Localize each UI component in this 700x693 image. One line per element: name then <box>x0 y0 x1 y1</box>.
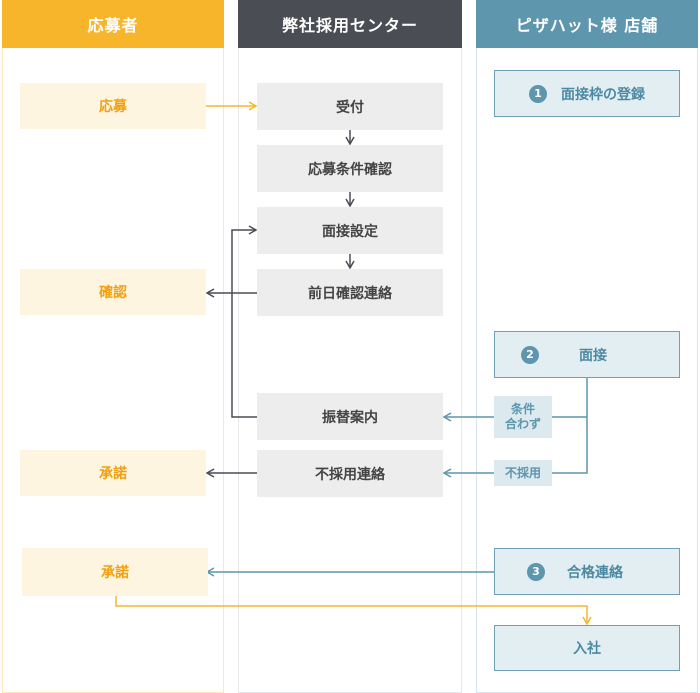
step-number-badge: 1 <box>529 84 547 103</box>
step-accept-rejection: 承諾 <box>20 450 206 496</box>
step-number-badge: 2 <box>521 345 539 364</box>
branch-label-rejected: 不採用 <box>494 460 552 486</box>
step-slot-register: 1 面接枠の登録 <box>494 70 680 117</box>
step-offer-contact: 3 合格連絡 <box>494 548 680 595</box>
branch-interview <box>552 377 588 474</box>
step-join: 入社 <box>494 625 680 671</box>
step-reschedule: 振替案内 <box>257 393 443 440</box>
step-accept-offer: 承諾 <box>22 548 208 596</box>
branch-label-mismatch: 条件 合わず <box>494 396 552 438</box>
step-slot-register-label: 面接枠の登録 <box>561 86 645 103</box>
step-interview-label: 面接 <box>579 347 607 364</box>
center-column: 弊社採用センター <box>238 0 462 693</box>
store-column-header: ピザハット様 店舗 <box>476 0 698 48</box>
center-column-header: 弊社採用センター <box>238 0 462 48</box>
branch-label-mismatch-line1: 条件 <box>510 402 535 416</box>
step-interview-setup: 面接設定 <box>257 207 443 254</box>
step-offer-contact-label: 合格連絡 <box>567 564 623 581</box>
arrow-accept-to-join <box>115 596 592 626</box>
applicant-column-header: 応募者 <box>2 0 224 48</box>
step-interview: 2 面接 <box>494 331 680 378</box>
step-reception: 受付 <box>257 83 443 130</box>
branch-label-mismatch-line2: 合わず <box>504 417 541 431</box>
step-day-before-contact: 前日確認連絡 <box>257 269 443 316</box>
arrow-reschedule-to-setup <box>231 225 258 418</box>
step-confirm: 確認 <box>20 269 206 315</box>
step-condition-check: 応募条件確認 <box>257 145 443 192</box>
step-apply: 応募 <box>20 83 206 129</box>
step-rejection-contact: 不採用連絡 <box>257 450 443 497</box>
step-number-badge: 3 <box>527 562 545 581</box>
